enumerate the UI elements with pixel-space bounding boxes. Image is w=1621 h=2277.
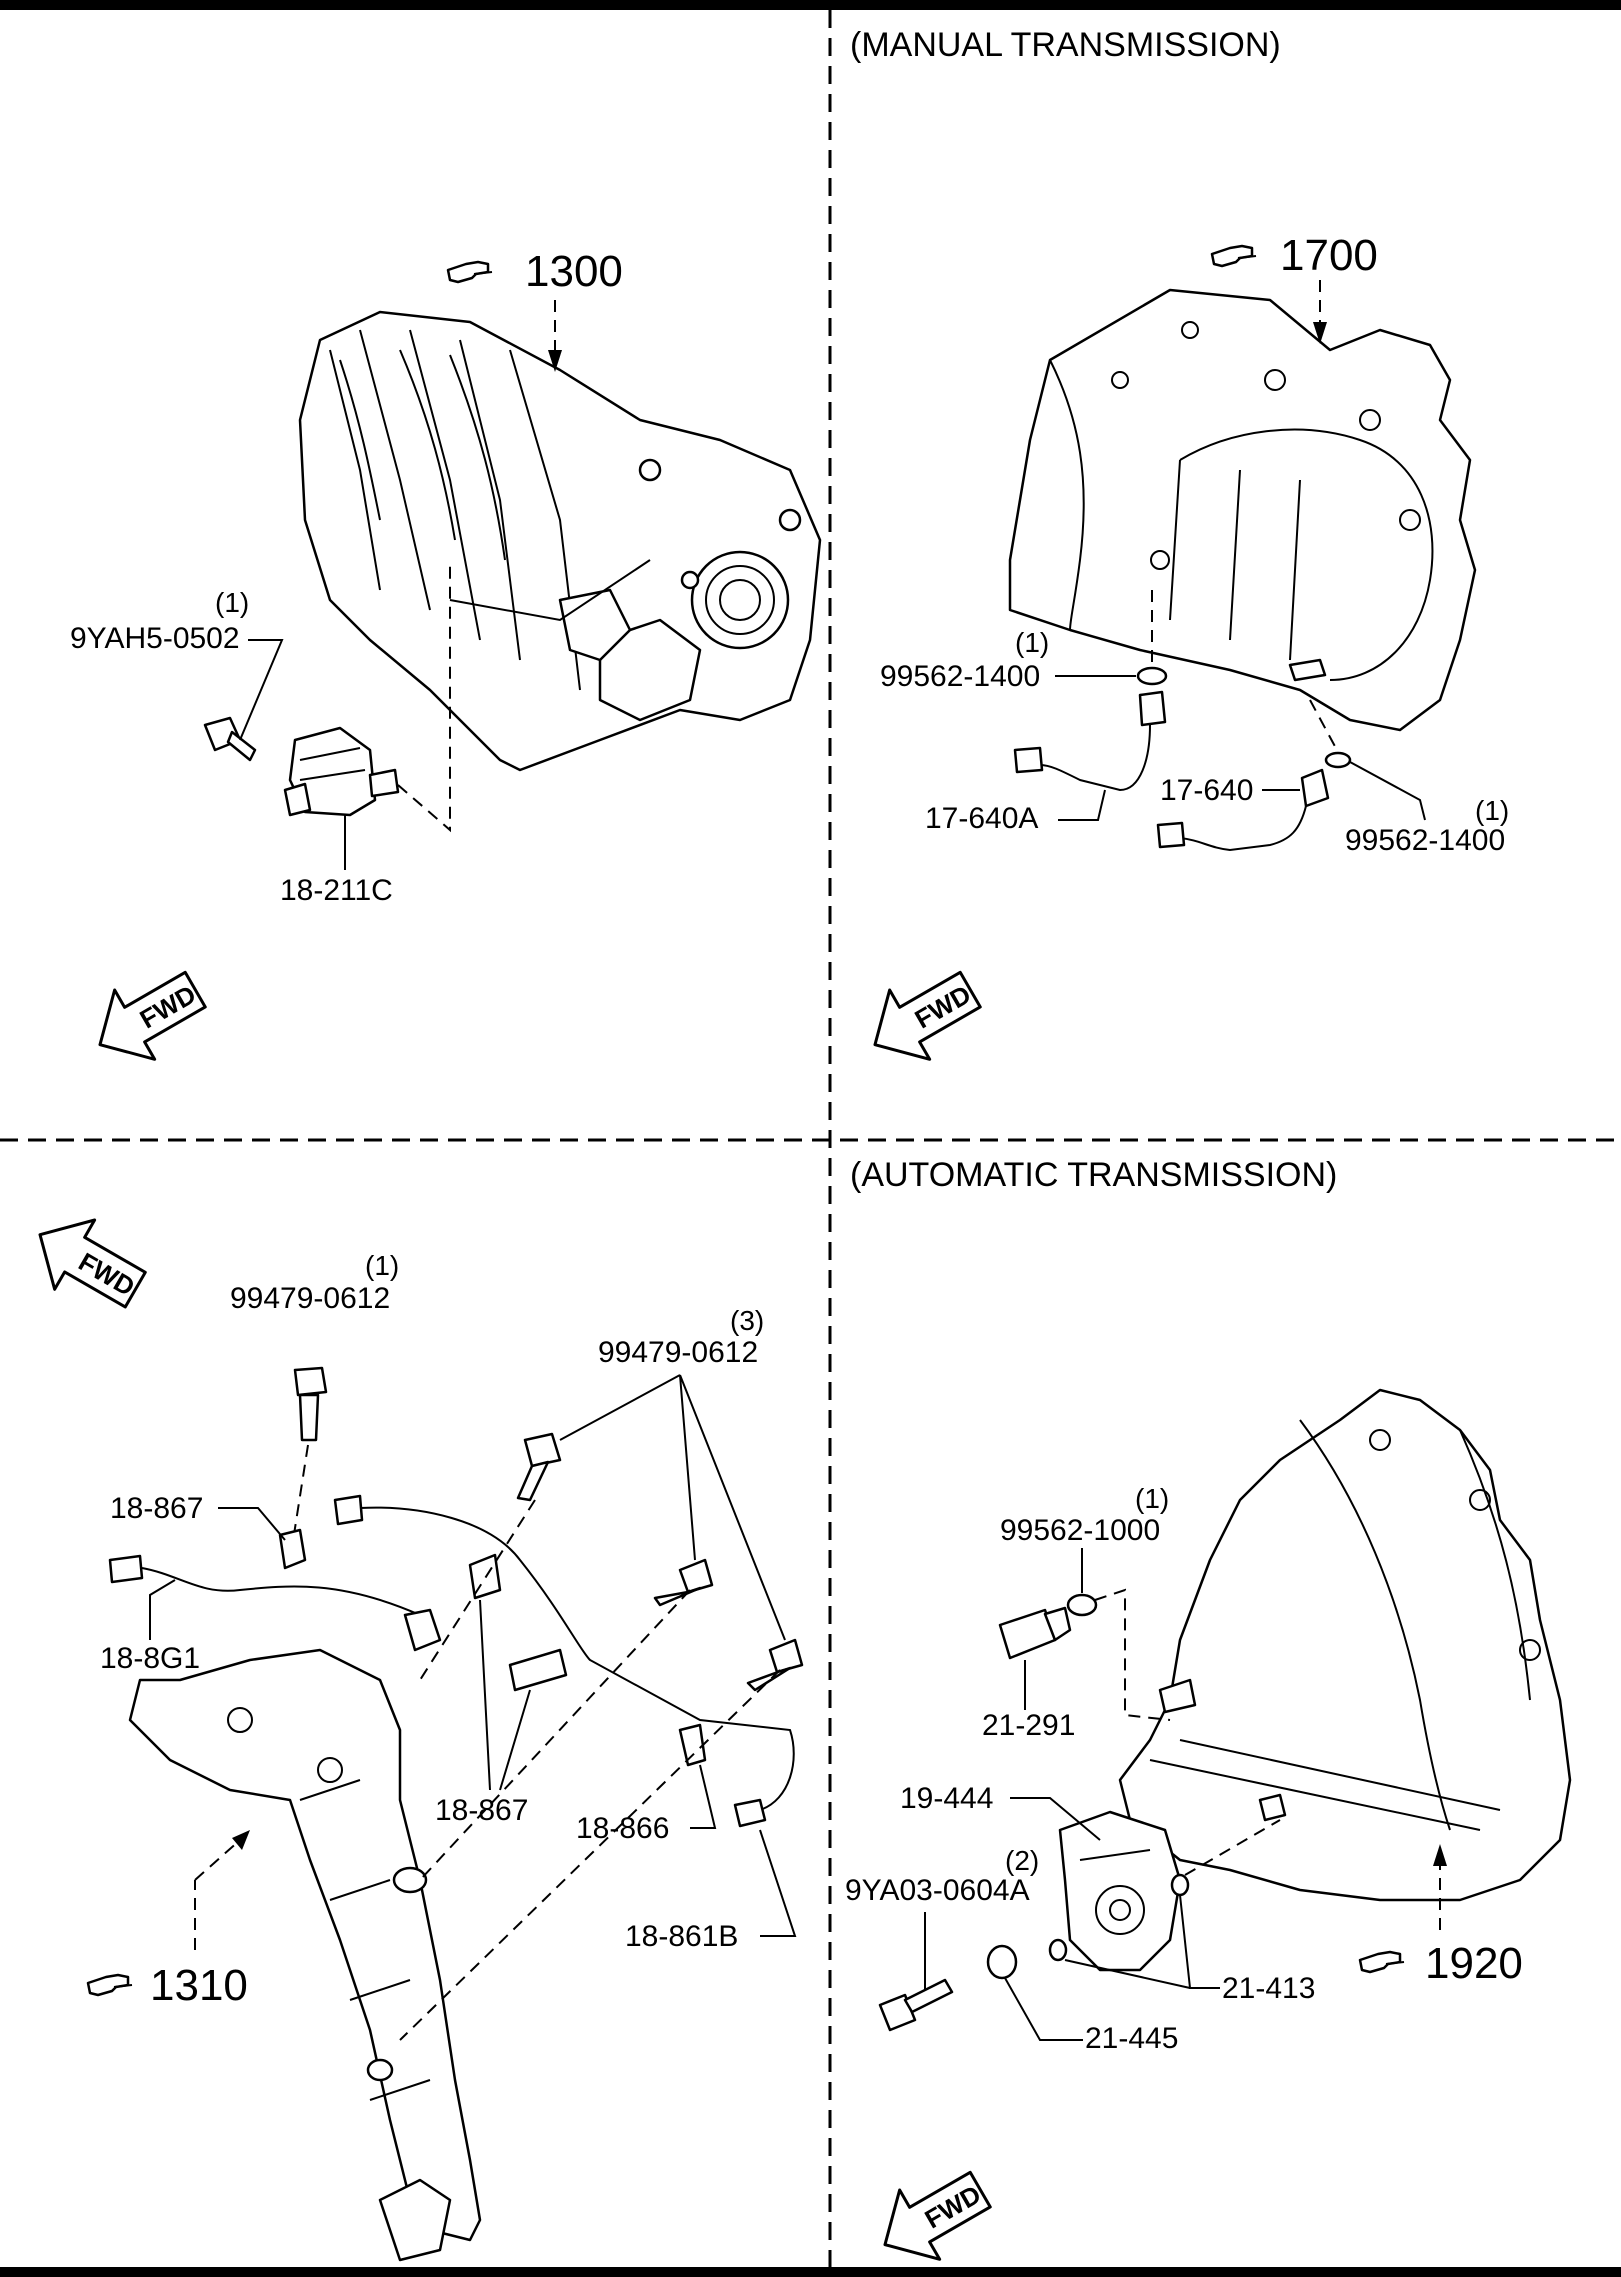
ref-1920[interactable]: 1920 [1425,1939,1523,1988]
fwd-arrow-icon-bottom-right: FWD [883,2170,992,2261]
manual-transmission-illustration [1008,288,1477,732]
fwd-arrow-icon-bottom-left: FWD [38,1218,147,1309]
label-18-211c[interactable]: 18-211C [280,874,393,907]
label-18-866[interactable]: 18-866 [576,1812,669,1845]
label-18-867-a[interactable]: 18-867 [110,1492,203,1525]
intake-manifold-illustration [298,310,822,772]
qty-99562-1400-b: (1) [1475,795,1509,826]
sensor-18-861b [333,1494,795,1828]
qty-99479-0612-b: (3) [730,1305,764,1336]
switch-21-291 [998,1606,1072,1660]
o-ring-21-413-b [1048,1938,1068,1962]
automatic-transmission-header: (AUTOMATIC TRANSMISSION) [850,1156,1337,1194]
bolt-9ya03-0604a [878,1978,954,2032]
heat-shield-18-867-a [278,1528,307,1570]
hand-pointer-icon-1300 [446,260,494,284]
switch-17-640a [1013,690,1167,792]
hand-pointer-icon-1310 [86,1973,134,1997]
manual-transmission-header: (MANUAL TRANSMISSION) [850,26,1281,64]
hand-pointer-icon-1920 [1358,1950,1406,1974]
bolt-99479-0612-b3 [746,1638,804,1692]
qty-9yah5-0502: (1) [215,587,249,618]
fwd-arrow-icon-top-right: FWD [873,970,982,1061]
label-99479-0612-a[interactable]: 99479-0612 [230,1282,390,1315]
label-9yah5-0502[interactable]: 9YAH5-0502 [70,622,240,655]
automatic-transmission-illustration [1118,1388,1572,1902]
label-99562-1400-b[interactable]: 99562-1400 [1345,824,1505,857]
label-21-413[interactable]: 21-413 [1222,1972,1315,2005]
qty-9ya03-0604a: (2) [1005,1845,1039,1876]
ref-1310[interactable]: 1310 [150,1961,248,2010]
bolt-9yah5-0502 [203,716,257,762]
exhaust-manifold-illustration [128,1648,482,2262]
sensor-18-8g1 [108,1554,442,1652]
label-19-444[interactable]: 19-444 [900,1782,993,1815]
heat-shield-18-867-b2 [508,1648,568,1692]
label-18-867-b[interactable]: 18-867 [435,1794,528,1827]
washer-21-445 [986,1944,1018,1980]
hand-pointer-icon-1700 [1210,244,1258,268]
qty-99562-1400-a: (1) [1015,627,1049,658]
label-9ya03-0604a[interactable]: 9YA03-0604A [845,1874,1030,1907]
o-ring-21-413-a [1170,1873,1190,1897]
switch-19-444 [1058,1810,1182,1972]
washer-99562-1000 [1066,1593,1098,1617]
label-99562-1000[interactable]: 99562-1000 [1000,1514,1160,1547]
label-99479-0612-b[interactable]: 99479-0612 [598,1336,758,1369]
label-99562-1400-a[interactable]: 99562-1400 [880,660,1040,693]
label-18-861b[interactable]: 18-861B [625,1920,738,1953]
qty-99479-0612-a: (1) [365,1250,399,1281]
label-17-640a[interactable]: 17-640A [925,802,1038,835]
bolt-99479-0612-a [293,1366,328,1442]
ref-1700[interactable]: 1700 [1280,231,1378,280]
ref-1300[interactable]: 1300 [525,247,623,296]
label-18-8g1[interactable]: 18-8G1 [100,1642,200,1675]
qty-99562-1000: (1) [1135,1483,1169,1514]
switch-17-640 [1156,751,1352,852]
washer-99562-1400-a [1136,666,1168,686]
label-17-640[interactable]: 17-640 [1160,774,1253,807]
bolt-99479-0612-b1 [516,1432,562,1502]
label-21-291[interactable]: 21-291 [982,1709,1075,1742]
sensor-18-211c [283,726,400,817]
label-21-445[interactable]: 21-445 [1085,2022,1178,2055]
bracket-18-866 [678,1723,707,1767]
fwd-arrow-icon-top-left: FWD [98,970,207,1061]
